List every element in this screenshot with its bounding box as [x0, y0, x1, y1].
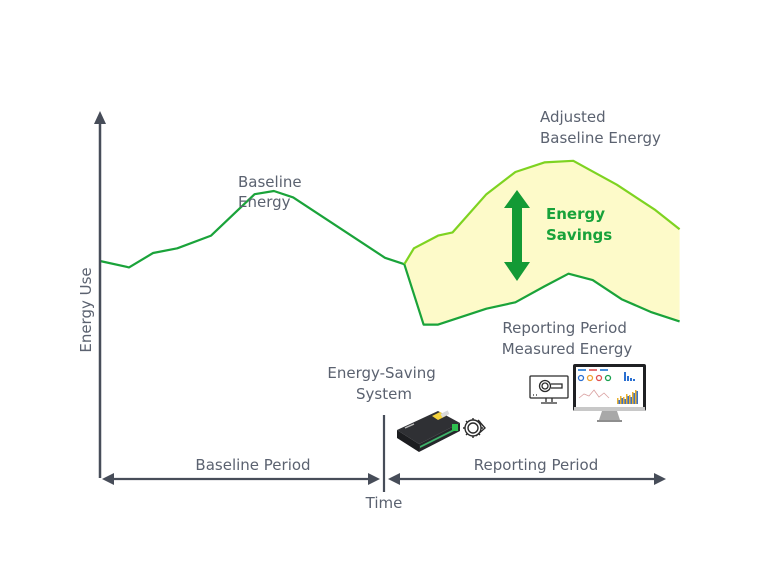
adjusted-baseline-energy-label-line1: Adjusted — [540, 108, 606, 126]
y-axis-arrowhead — [94, 111, 106, 124]
reporting-measured-energy-line — [403, 263, 680, 326]
reporting-measured-energy-label-line1: Reporting Period — [502, 319, 626, 337]
adjusted-baseline-energy-label-line2: Baseline Energy — [540, 129, 661, 147]
baseline-energy-label: Baseline Energy — [238, 173, 306, 211]
baseline-period-label: Baseline Period — [195, 456, 310, 474]
dashboard-monitor-icon — [573, 364, 646, 422]
adjusted-baseline-energy-label: Adjusted Baseline Energy — [540, 108, 661, 147]
energy-saving-system-label: Energy-Saving System — [327, 364, 440, 403]
baseline-period-arrow-right-head — [368, 473, 380, 485]
reporting-period-label: Reporting Period — [474, 456, 598, 474]
reporting-period-arrow-left-head — [388, 473, 400, 485]
baseline-energy-label-line1: Baseline — [238, 173, 302, 191]
energy-savings-double-arrow-icon — [504, 190, 530, 281]
energy-savings-label: Energy Savings — [546, 205, 612, 244]
x-axis-label: Time — [365, 494, 403, 512]
reporting-measured-energy-label-line2: Measured Energy — [502, 340, 633, 358]
baseline-period-arrow-left-head — [102, 473, 114, 485]
energy-saving-system-label-line1: Energy-Saving — [327, 364, 435, 382]
energy-logger-device-icon — [397, 410, 460, 452]
energy-savings-label-line2: Savings — [546, 226, 612, 244]
monitor-settings-icon — [529, 375, 569, 404]
energy-saving-system-label-line2: System — [356, 385, 412, 403]
baseline-energy-line — [99, 189, 405, 269]
baseline-energy-label-line2: Energy — [238, 193, 291, 211]
energy-savings-area — [404, 160, 680, 325]
energy-savings-label-line1: Energy — [546, 205, 605, 223]
adjusted-baseline-energy-line — [403, 159, 681, 265]
reporting-period-arrow-right-head — [654, 473, 666, 485]
reporting-measured-energy-label: Reporting Period Measured Energy — [502, 319, 633, 358]
y-axis-label: Energy Use — [77, 267, 95, 352]
gear-icon — [463, 418, 486, 438]
